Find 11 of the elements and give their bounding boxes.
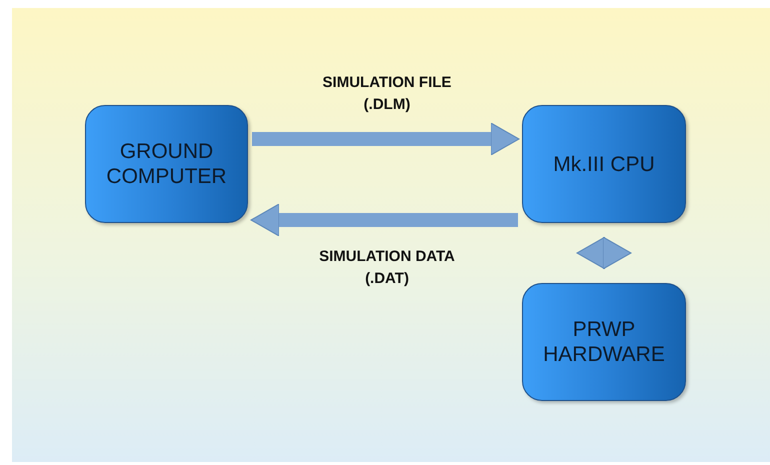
- box-label: GROUND COMPUTER: [105, 139, 228, 189]
- process-box: [522, 105, 686, 223]
- box-label: PRWP HARDWARE: [542, 317, 666, 367]
- edge-label: SIMULATION FILE (.DLM): [322, 73, 452, 115]
- block-arrow: [250, 204, 518, 236]
- box-label: Mk.III CPU: [552, 152, 656, 176]
- block-arrow: [576, 237, 632, 269]
- block-arrow: [252, 122, 520, 156]
- process-box: [85, 105, 248, 223]
- edge-label: SIMULATION DATA (.DAT): [318, 247, 456, 289]
- process-box: [522, 283, 686, 401]
